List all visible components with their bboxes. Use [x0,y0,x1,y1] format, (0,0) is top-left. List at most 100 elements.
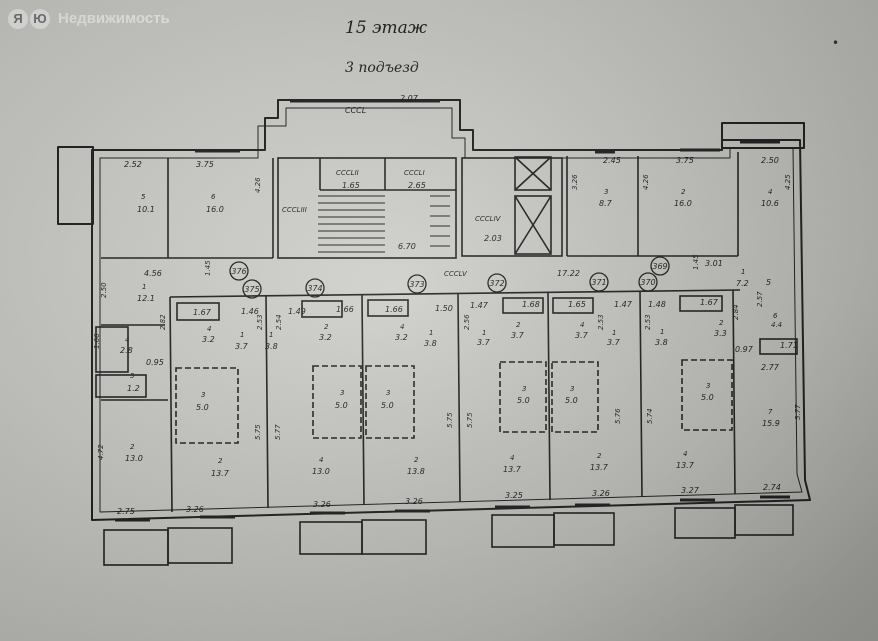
apartment-number-label: 370 [640,278,655,287]
plan-label: 2.03 [484,234,502,243]
plan-label: 3 [706,382,710,390]
apartment-number: 372 [487,273,507,293]
plan-label: 3 [386,389,390,397]
plan-label: 8.7 [599,199,613,208]
apartment-number-label: 372 [489,279,504,288]
plan-label: 1.66 [385,305,403,314]
apartment-number: 371 [589,272,609,292]
plan-label: 1.2 [127,384,140,393]
plan-label: 4.4 [771,321,782,329]
plan-label: CCCLIII [282,206,307,214]
plan-label: 4.25 [784,174,792,190]
plan-label: 13.7 [590,463,609,472]
plan-label: 2 [218,457,223,465]
plan-label: 3.3 [714,329,727,338]
plan-label: 3.26 [405,497,423,506]
plan-label: 1 [240,331,244,339]
plan-label: 13.7 [211,469,230,478]
watermark: Я Ю Недвижимость [8,7,170,31]
plan-label: 5 [130,372,135,380]
plan-label: 4 [207,325,211,333]
plan-label: 5.0 [565,396,578,405]
plan-label: 13.0 [125,454,143,463]
plan-label: 1.66 [336,305,354,314]
plan-label: 13.8 [407,467,425,476]
plan-label: 3.75 [196,160,214,169]
apartment-number: 376 [229,261,249,281]
plan-label: 4 [580,321,584,329]
plan-label: 4 [400,323,404,331]
plan-label: 2 [597,452,602,460]
plan-label: CCCL [345,106,366,115]
plan-label: 1 [482,329,486,337]
left-balcony [57,146,94,225]
plan-label: 1.47 [470,301,489,310]
plan-label: 3.26 [592,489,610,498]
plan-label: 13.7 [676,461,695,470]
plan-label: 1 [429,329,433,337]
plan-label: 6 [773,312,778,320]
interior-walls [95,152,798,513]
dimension-and-area-labels: CCCL2.07CCCLII1.65CCCLI2.65CCCLIII6.70CC… [93,94,802,516]
plan-label: 15.9 [762,419,780,428]
plan-label: 1.67 [700,298,719,307]
plan-label: 2 [324,323,329,331]
plan-label: 5.0 [381,401,394,410]
apartment-number: 373 [407,274,427,294]
plan-label: 4.72 [97,444,105,460]
plan-label: 2.84 [732,304,740,320]
plan-label: 2.07 [400,94,419,103]
plan-label: 4.26 [254,177,262,193]
plan-label: 13.7 [503,465,522,474]
plan-label: 4.26 [642,174,650,190]
plan-label: 5.0 [517,396,530,405]
plan-label: CCCLII [336,169,359,177]
plan-label: 1.49 [288,307,306,316]
apartment-number: 374 [305,278,325,298]
plan-label: 2.75 [117,507,135,516]
plan-label: 5.0 [701,393,714,402]
plan-label: 1 [612,329,616,337]
plan-label: 3.8 [424,339,437,348]
plan-label: 3.75 [676,156,694,165]
right-balcony [721,122,805,149]
elevator-block [461,157,563,257]
elevator-2 [514,195,552,255]
plan-label: 1 [142,283,146,291]
apartment-number-label: 369 [652,262,667,271]
plan-label: 1.46 [241,307,259,316]
plan-label: 2 [719,319,724,327]
plan-label: 2.74 [763,483,781,492]
apartment-number: 369 [650,256,670,276]
apartment-number-label: 371 [591,278,606,287]
plan-label: 10.6 [761,199,779,208]
plan-label: 1.45 [692,254,700,270]
plan-label: 0.95 [146,358,164,367]
plan-label: 5.77 [274,424,282,440]
plan-label: 2.77 [761,363,780,372]
plan-label: 5.0 [196,403,209,412]
apartment-number-circles: 376 375 374 373 372 371 370 369 [229,256,670,299]
plan-label: 3.26 [186,505,204,514]
plan-label: 3.7 [511,331,525,340]
plan-label: 7.2 [736,279,749,288]
plan-label: 1.48 [648,300,666,309]
apartment-number: 375 [242,279,262,299]
plan-label: 4 [683,450,687,458]
plan-label: 2.57 [756,291,764,307]
plan-label: 3 [604,188,608,196]
plan-label: 1.47 [614,300,633,309]
floor-title: 15 этаж [345,18,428,38]
plan-label: 5 [141,193,146,201]
plan-label: 3.2 [202,335,215,344]
plan-label: 1 [741,268,745,276]
plan-label: 2 [130,443,135,451]
apartment-number-circle [650,256,670,276]
plan-label: 3.7 [477,338,491,347]
plan-label: 5.75 [466,412,474,428]
plan-label: CCCLIV [475,215,502,223]
plan-label: 3.7 [607,338,621,347]
plan-label: 3 [340,389,344,397]
plan-label: 2 [516,321,521,329]
apartment-number-label: 375 [244,285,259,294]
